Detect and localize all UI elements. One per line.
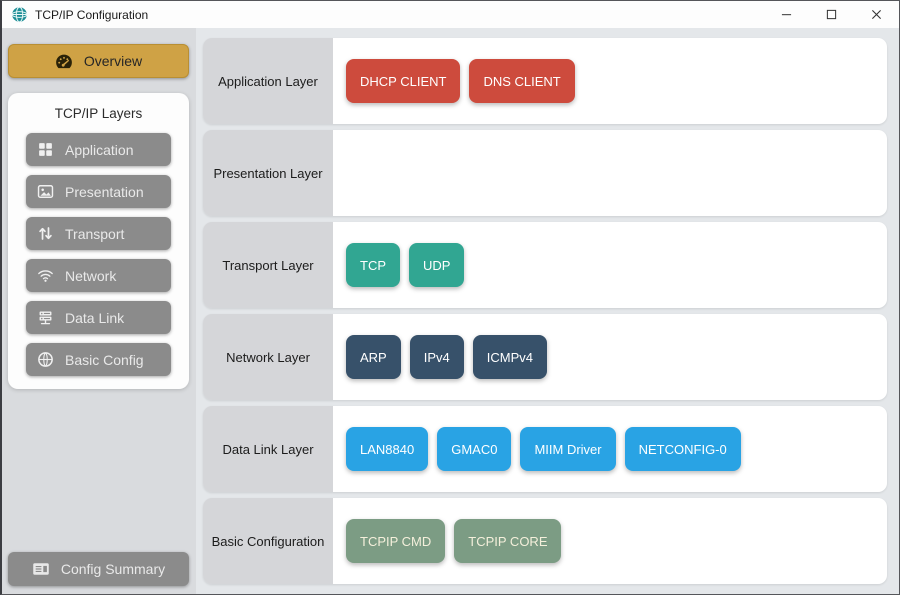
- maximize-icon: [826, 9, 837, 20]
- sidebar-item-application[interactable]: Application: [26, 133, 171, 166]
- layer-row-label: Application Layer: [203, 38, 333, 124]
- component-button-tcpip-cmd[interactable]: TCPIP CMD: [346, 519, 446, 563]
- component-button-tcp[interactable]: TCP: [346, 243, 400, 287]
- sidebar-item-label: Basic Config: [65, 351, 144, 368]
- overview-button[interactable]: Overview: [8, 44, 189, 78]
- component-button-icmpv4[interactable]: ICMPv4: [472, 335, 547, 379]
- maximize-button[interactable]: [809, 1, 854, 28]
- gauge-icon: [55, 53, 73, 69]
- component-button-dns-client[interactable]: DNS CLIENT: [469, 59, 575, 103]
- component-button-tcpip-core[interactable]: TCPIP CORE: [454, 519, 562, 563]
- server-icon: [37, 309, 54, 326]
- grid-icon: [37, 141, 54, 158]
- layer-row-label: Presentation Layer: [203, 130, 333, 216]
- sidebar-item-network[interactable]: Network: [26, 259, 171, 292]
- component-button-netconfig-0[interactable]: NETCONFIG-0: [624, 427, 741, 471]
- layer-row-label: Network Layer: [203, 314, 333, 400]
- component-button-dhcp-client[interactable]: DHCP CLIENT: [346, 59, 461, 103]
- titlebar: TCP/IP Configuration: [2, 1, 899, 28]
- component-button-gmac0[interactable]: GMAC0: [437, 427, 512, 471]
- network-globe-icon: [11, 6, 28, 23]
- window-controls: [764, 1, 899, 28]
- config-summary-label: Config Summary: [60, 561, 166, 577]
- component-button-miim-driver[interactable]: MIIM Driver: [520, 427, 616, 471]
- sidebar-item-label: Data Link: [65, 309, 125, 326]
- overview-button-label: Overview: [83, 53, 143, 69]
- minimize-icon: [781, 9, 792, 20]
- layers-panel-title: TCP/IP Layers: [54, 106, 143, 121]
- component-button-ipv4[interactable]: IPv4: [409, 335, 464, 379]
- layer-row-content: [333, 130, 887, 216]
- sidebar-item-transport[interactable]: Transport: [26, 217, 171, 250]
- sidebar-item-label: Transport: [65, 225, 125, 242]
- window-title: TCP/IP Configuration: [35, 7, 149, 22]
- sidebar-item-basic-config[interactable]: Basic Config: [26, 343, 171, 376]
- sidebar-item-presentation[interactable]: Presentation: [26, 175, 171, 208]
- globe-icon: [37, 351, 54, 368]
- sidebar-item-label: Application: [65, 141, 134, 158]
- layer-row-label: Transport Layer: [203, 222, 333, 308]
- component-button-arp[interactable]: ARP: [346, 335, 401, 379]
- component-button-udp[interactable]: UDP: [409, 243, 465, 287]
- arrows-up-down-icon: [37, 225, 54, 242]
- config-summary-button[interactable]: Config Summary: [8, 552, 189, 586]
- close-button[interactable]: [854, 1, 899, 28]
- wifi-icon: [37, 267, 54, 284]
- sidebar-item-label: Network: [65, 267, 117, 284]
- layer-row-label: Data Link Layer: [203, 406, 333, 492]
- component-button-lan8840[interactable]: LAN8840: [346, 427, 429, 471]
- layer-row: Presentation Layer: [203, 130, 887, 216]
- layer-row-label: Basic Configuration: [203, 498, 333, 584]
- close-icon: [871, 9, 882, 20]
- minimize-button[interactable]: [764, 1, 809, 28]
- image-icon: [37, 183, 54, 200]
- sidebar-item-label: Presentation: [65, 183, 144, 200]
- sidebar-item-data-link[interactable]: Data Link: [26, 301, 171, 334]
- list-icon: [32, 561, 50, 577]
